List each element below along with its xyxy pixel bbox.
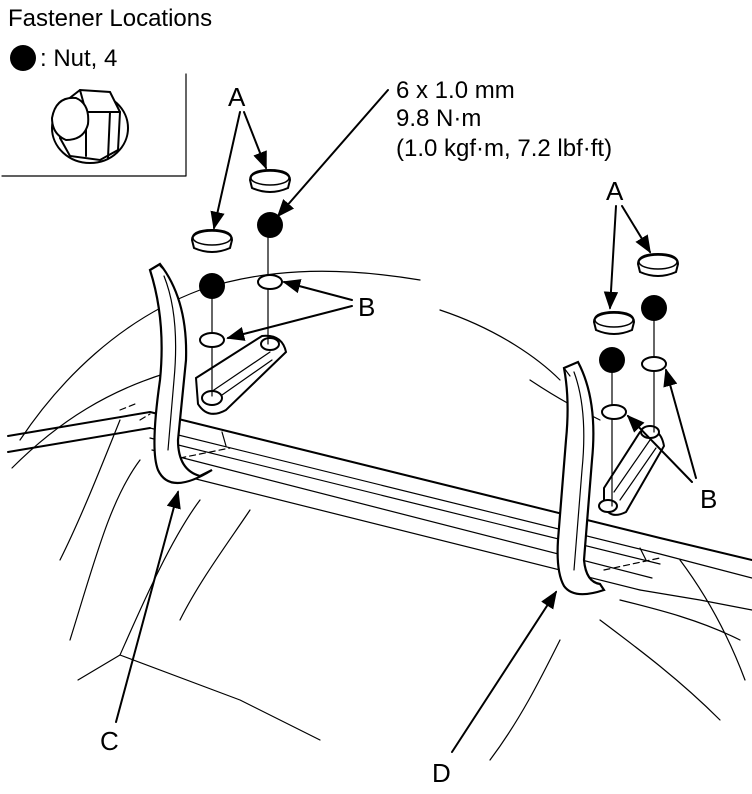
cap-icon <box>190 228 234 253</box>
callout-c: C <box>100 490 181 756</box>
nut-icon <box>641 295 667 321</box>
right-fastener-stack <box>592 252 680 507</box>
nut-icon <box>199 273 225 299</box>
spec-thread-size: 6 x 1.0 mm <box>396 77 515 104</box>
callout-label-a: A <box>228 82 246 112</box>
flange-nut-illustration-icon <box>50 88 129 164</box>
washer-icon <box>199 332 225 348</box>
cap-icon <box>636 252 680 277</box>
legend-box: Fastener Locations : Nut, 4 <box>1 5 212 177</box>
callout-d: D <box>432 590 557 788</box>
spec-torque-nm: 9.8 N·m <box>396 105 481 132</box>
callout-b-right: B <box>626 368 717 514</box>
cap-icon <box>592 310 636 335</box>
legend-frame <box>1 73 187 177</box>
callout-label-b: B <box>358 292 375 322</box>
callout-label-c: C <box>100 726 119 756</box>
vehicle-body-outline <box>7 270 752 761</box>
callout-b-left: B <box>226 279 375 341</box>
nut-symbol-icon <box>10 45 36 71</box>
washer-icon <box>641 356 667 372</box>
spec-torque-alt: (1.0 kgf·m, 7.2 lbf·ft) <box>396 135 612 162</box>
callout-label-b: B <box>700 484 717 514</box>
washer-icon <box>257 274 283 290</box>
cap-icon <box>248 168 292 193</box>
legend-nut-label: : Nut, 4 <box>40 45 117 72</box>
right-mount-bracket <box>598 425 666 516</box>
right-strap-d <box>556 360 606 596</box>
spec-leader-arrow <box>276 89 389 218</box>
washer-icon <box>601 404 627 420</box>
nut-icon <box>599 347 625 373</box>
callout-a-right: A <box>603 176 651 310</box>
legend-title: Fastener Locations <box>8 5 212 32</box>
callout-a-left: A <box>210 82 267 230</box>
nut-icon <box>257 212 283 238</box>
callout-label-d: D <box>432 758 451 788</box>
left-mount-bracket <box>194 334 288 415</box>
torque-spec: 6 x 1.0 mm 9.8 N·m (1.0 kgf·m, 7.2 lbf·f… <box>276 77 612 218</box>
left-fastener-stack <box>190 168 292 397</box>
callout-label-a: A <box>606 176 624 206</box>
left-strap-c <box>148 262 213 484</box>
